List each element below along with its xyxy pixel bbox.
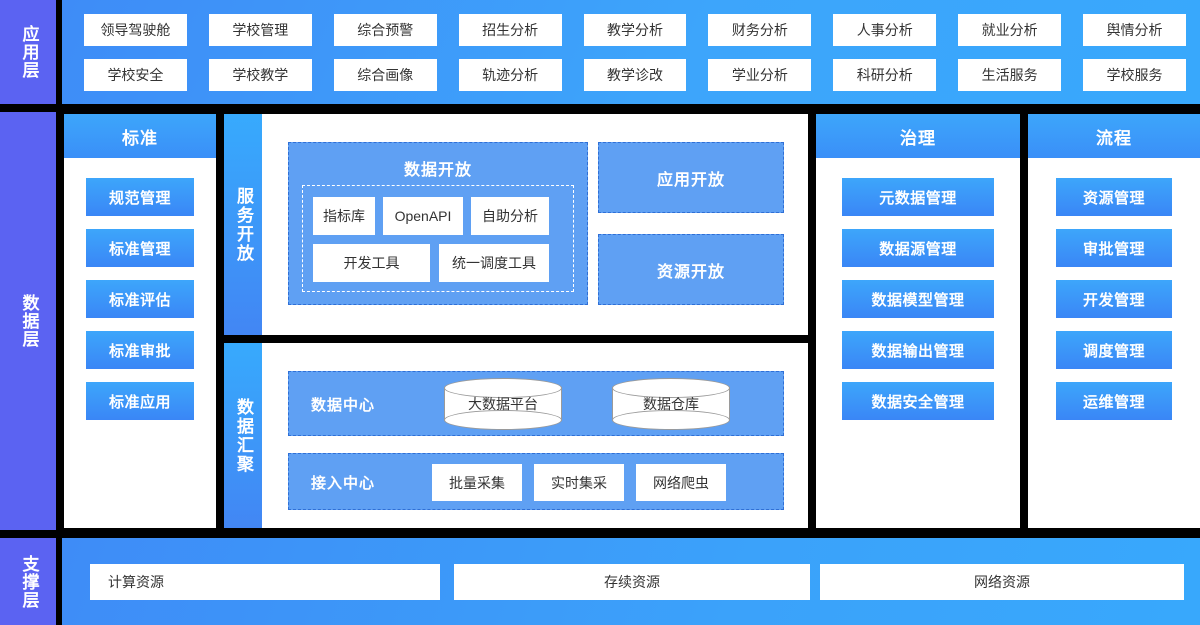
governance-item[interactable]: 数据源管理 [842,229,994,267]
app-chip[interactable]: 轨迹分析 [458,58,562,91]
support-layer-panel: 计算资源 存续资源 网络资源 [62,538,1200,625]
app-chip[interactable]: 综合预警 [333,13,437,46]
access-center-label: 接入中心 [311,475,376,492]
governance-column-title: 治理 [816,114,1020,158]
app-chip[interactable]: 学校管理 [208,13,312,46]
tool-chip[interactable]: 指标库 [313,197,375,235]
app-chip[interactable]: 学业分析 [708,58,812,91]
access-method-chip[interactable]: 实时集采 [534,464,624,501]
process-column-title: 流程 [1028,114,1200,158]
app-chip[interactable]: 综合画像 [333,58,437,91]
data-open-tools-group: 指标库 OpenAPI 自助分析 开发工具 统一调度工具 [302,185,574,292]
data-gather-section: 数据汇聚 数据中心 大数据平台 数据仓库 接入中心 批量采集 实时集采 网络爬虫 [224,343,808,528]
data-center-label: 数据中心 [311,397,376,414]
app-chip[interactable]: 人事分析 [833,13,937,46]
process-item[interactable]: 调度管理 [1056,331,1172,369]
app-chip[interactable]: 学校安全 [84,58,187,91]
data-center-row: 数据中心 大数据平台 数据仓库 [288,371,784,436]
process-item[interactable]: 运维管理 [1056,382,1172,420]
data-open-panel: 数据开放 指标库 OpenAPI 自助分析 开发工具 统一调度工具 [288,142,588,305]
standard-column-title: 标准 [64,114,216,158]
process-item[interactable]: 开发管理 [1056,280,1172,318]
app-chip[interactable]: 生活服务 [958,58,1062,91]
governance-item[interactable]: 数据输出管理 [842,331,994,369]
standard-column: 标准 规范管理 标准管理 标准评估 标准审批 标准应用 [64,114,216,528]
support-chip[interactable]: 网络资源 [820,564,1184,600]
app-chip[interactable]: 领导驾驶舱 [84,13,187,46]
process-item[interactable]: 审批管理 [1056,229,1172,267]
access-method-chip[interactable]: 网络爬虫 [636,464,726,501]
governance-column: 治理 元数据管理 数据源管理 数据模型管理 数据输出管理 数据安全管理 [816,114,1020,528]
tool-chip[interactable]: 统一调度工具 [439,244,549,282]
big-data-platform-cylinder[interactable]: 大数据平台 [444,378,562,430]
data-gather-tab: 数据汇聚 [224,343,262,528]
access-center-row: 接入中心 批量采集 实时集采 网络爬虫 [288,453,784,510]
application-layer-panel: 领导驾驶舱 学校管理 综合预警 招生分析 教学分析 财务分析 人事分析 就业分析… [62,0,1200,104]
app-chip[interactable]: 学校教学 [208,58,312,91]
cylinder-top [612,378,730,398]
data-warehouse-cylinder[interactable]: 数据仓库 [612,378,730,430]
governance-item[interactable]: 数据模型管理 [842,280,994,318]
app-open-box[interactable]: 应用开放 [598,142,784,213]
process-item[interactable]: 资源管理 [1056,178,1172,216]
support-chip[interactable]: 存续资源 [454,564,810,600]
app-chip[interactable]: 学校服务 [1083,58,1186,91]
standard-item[interactable]: 标准应用 [86,382,194,420]
standard-item[interactable]: 标准评估 [86,280,194,318]
access-method-chip[interactable]: 批量采集 [432,464,522,501]
standard-item[interactable]: 标准审批 [86,331,194,369]
cylinder-top [444,378,562,398]
app-chip[interactable]: 招生分析 [458,13,562,46]
cylinder-bottom [612,410,730,430]
app-chip[interactable]: 教学诊改 [583,58,687,91]
service-open-tab: 服务开放 [224,114,262,335]
process-column-body: 资源管理 审批管理 开发管理 调度管理 运维管理 [1028,158,1200,528]
app-chip[interactable]: 就业分析 [958,13,1062,46]
standard-item[interactable]: 规范管理 [86,178,194,216]
process-column: 流程 资源管理 审批管理 开发管理 调度管理 运维管理 [1028,114,1200,528]
app-open-title: 应用开放 [656,171,725,189]
app-chip[interactable]: 教学分析 [583,13,687,46]
tool-chip[interactable]: OpenAPI [383,197,463,235]
resource-open-box[interactable]: 资源开放 [598,234,784,305]
layer-label-support: 支撑层 [0,538,56,625]
standard-item[interactable]: 标准管理 [86,229,194,267]
service-open-section: 服务开放 数据开放 指标库 OpenAPI 自助分析 开发工具 统一调度工具 应… [224,114,808,335]
app-chip[interactable]: 科研分析 [833,58,937,91]
cylinder-label: 数据仓库 [643,396,699,412]
cylinder-bottom [444,410,562,430]
resource-open-title: 资源开放 [656,263,725,281]
support-chip[interactable]: 计算资源 [90,564,440,600]
layer-label-application: 应用层 [0,0,56,104]
standard-column-body: 规范管理 标准管理 标准评估 标准审批 标准应用 [64,158,216,528]
tool-chip[interactable]: 开发工具 [313,244,430,282]
tool-chip[interactable]: 自助分析 [471,197,549,235]
data-open-title: 数据开放 [403,162,472,179]
governance-item[interactable]: 元数据管理 [842,178,994,216]
governance-column-body: 元数据管理 数据源管理 数据模型管理 数据输出管理 数据安全管理 [816,158,1020,528]
app-chip[interactable]: 财务分析 [708,13,812,46]
governance-item[interactable]: 数据安全管理 [842,382,994,420]
app-chip[interactable]: 舆情分析 [1083,13,1186,46]
cylinder-label: 大数据平台 [468,396,538,412]
layer-label-data: 数据层 [0,112,56,530]
application-chip-grid: 领导驾驶舱 学校管理 综合预警 招生分析 教学分析 财务分析 人事分析 就业分析… [84,12,1186,92]
